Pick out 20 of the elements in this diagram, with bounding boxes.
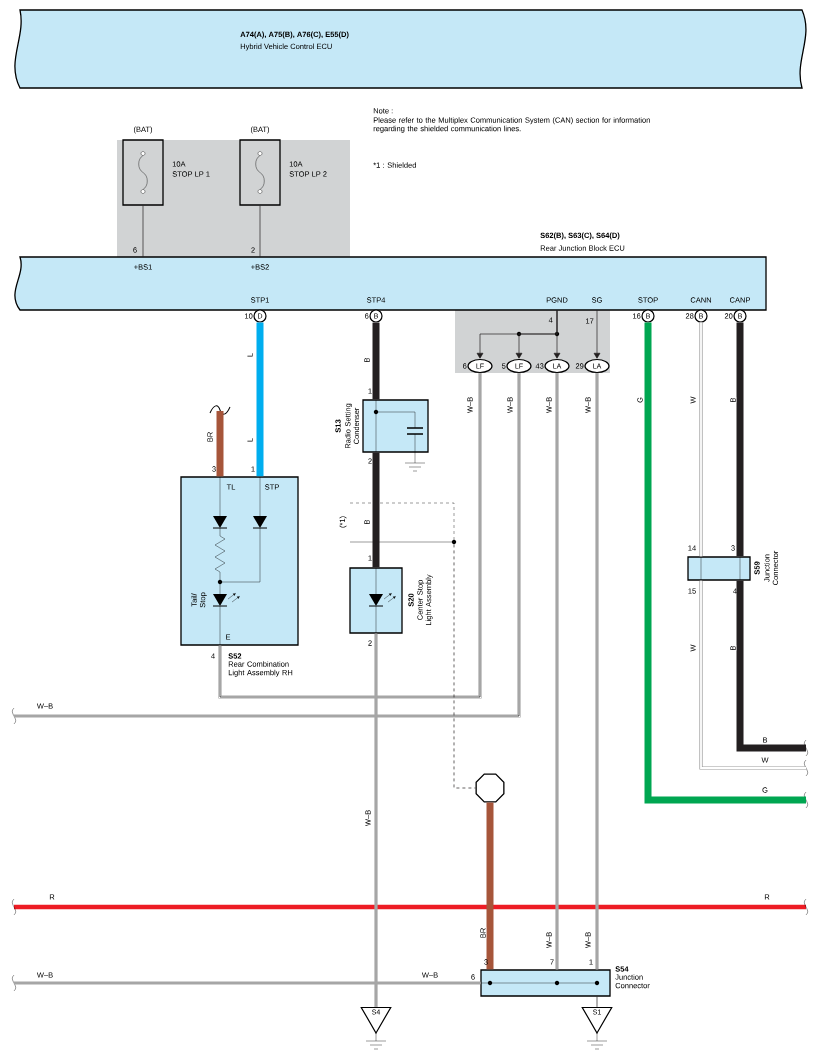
wire (259, 205, 261, 258)
wire (555, 372, 559, 971)
wire (699, 579, 807, 770)
wire (553, 309, 561, 359)
wire (453, 544, 476, 789)
wire (486, 802, 494, 970)
wire (596, 996, 598, 1008)
wire (142, 205, 144, 258)
wire (13, 372, 521, 718)
wire (372, 452, 380, 568)
wire (595, 372, 599, 971)
wire (372, 322, 380, 400)
shield-ground-symbol (475, 773, 505, 803)
wire (13, 981, 482, 985)
wire (736, 322, 744, 557)
wire (593, 309, 601, 359)
wire (374, 632, 378, 1008)
wire (699, 321, 703, 558)
wire (218, 372, 482, 699)
wire (256, 322, 264, 477)
